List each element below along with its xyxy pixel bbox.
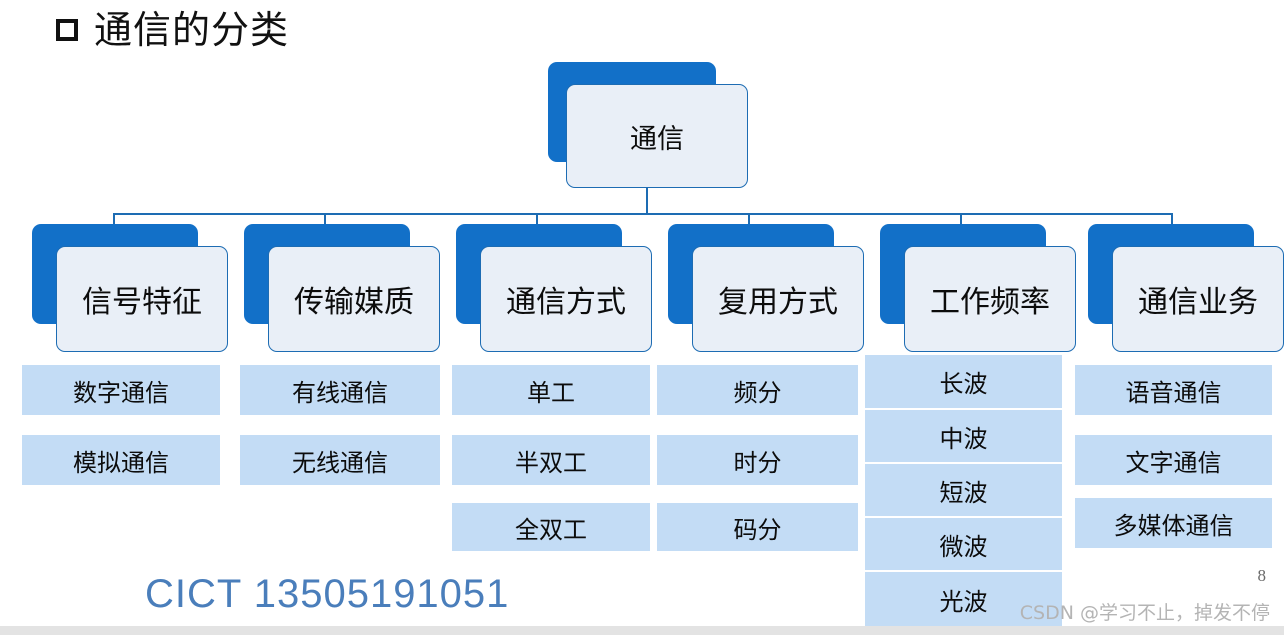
leaf-chip[interactable]: 数字通信 bbox=[22, 365, 220, 415]
connector-drop-5 bbox=[960, 213, 962, 229]
leaf-chip[interactable]: 语音通信 bbox=[1075, 365, 1272, 415]
leaf-chip[interactable]: 频分 bbox=[657, 365, 858, 415]
node-branch-transmission-medium[interactable]: 传输媒质 bbox=[244, 224, 440, 352]
node-root[interactable]: 通信 bbox=[548, 62, 748, 188]
page-number: 8 bbox=[1257, 566, 1267, 585]
leaf-chip[interactable]: 全双工 bbox=[452, 503, 650, 551]
page-title: 通信的分类 bbox=[56, 8, 289, 52]
node-branch-4-label: 复用方式 bbox=[718, 285, 838, 320]
leaf-chip[interactable]: 光波 bbox=[865, 572, 1062, 626]
leaf-chip[interactable]: 时分 bbox=[657, 435, 858, 485]
node-branch-5-card: 工作频率 bbox=[904, 246, 1076, 352]
node-root-card: 通信 bbox=[566, 84, 748, 188]
node-branch-1-label: 信号特征 bbox=[82, 285, 202, 320]
leaf-chip[interactable]: 中波 bbox=[865, 410, 1062, 464]
leaf-chip[interactable]: 模拟通信 bbox=[22, 435, 220, 485]
page-title-text: 通信的分类 bbox=[94, 8, 290, 52]
leaf-chip[interactable]: 多媒体通信 bbox=[1075, 498, 1272, 548]
leaf-chip[interactable]: 有线通信 bbox=[240, 365, 440, 415]
node-branch-frequency[interactable]: 工作频率 bbox=[880, 224, 1076, 352]
leaf-chip[interactable]: 半双工 bbox=[452, 435, 650, 485]
node-branch-services[interactable]: 通信业务 bbox=[1088, 224, 1284, 352]
leaf-chip[interactable]: 长波 bbox=[865, 355, 1062, 410]
node-root-label: 通信 bbox=[630, 123, 684, 155]
leaf-chip[interactable]: 文字通信 bbox=[1075, 435, 1272, 485]
connector-drop-4 bbox=[748, 213, 750, 229]
node-branch-5-label: 工作频率 bbox=[930, 285, 1050, 320]
node-branch-multiplexing[interactable]: 复用方式 bbox=[668, 224, 864, 352]
bottom-band bbox=[0, 626, 1284, 635]
node-branch-3-card: 通信方式 bbox=[480, 246, 652, 352]
leaf-chip[interactable]: 码分 bbox=[657, 503, 858, 551]
connector-horizontal-bus bbox=[113, 213, 1173, 215]
square-bullet-icon bbox=[56, 19, 78, 41]
leaf-chip[interactable]: 微波 bbox=[865, 518, 1062, 572]
node-branch-2-card: 传输媒质 bbox=[268, 246, 440, 352]
leaf-chip[interactable]: 无线通信 bbox=[240, 435, 440, 485]
connector-drop-2 bbox=[324, 213, 326, 229]
node-branch-communication-mode[interactable]: 通信方式 bbox=[456, 224, 652, 352]
footer-contact-text: CICT 13505191051 bbox=[145, 572, 510, 616]
connector-drop-3 bbox=[536, 213, 538, 229]
node-branch-1-card: 信号特征 bbox=[56, 246, 228, 352]
node-branch-3-label: 通信方式 bbox=[506, 285, 626, 320]
connector-drop-6 bbox=[1171, 213, 1173, 229]
csdn-watermark: CSDN @学习不止，掉发不停 bbox=[1019, 602, 1270, 624]
connector-drop-1 bbox=[113, 213, 115, 229]
node-branch-signal-feature[interactable]: 信号特征 bbox=[32, 224, 228, 352]
connector-root-drop bbox=[646, 178, 648, 214]
node-branch-6-label: 通信业务 bbox=[1138, 285, 1258, 320]
leaf-chip[interactable]: 单工 bbox=[452, 365, 650, 415]
node-branch-4-card: 复用方式 bbox=[692, 246, 864, 352]
leaf-chip[interactable]: 短波 bbox=[865, 464, 1062, 518]
node-branch-2-label: 传输媒质 bbox=[294, 285, 414, 320]
node-branch-6-card: 通信业务 bbox=[1112, 246, 1284, 352]
